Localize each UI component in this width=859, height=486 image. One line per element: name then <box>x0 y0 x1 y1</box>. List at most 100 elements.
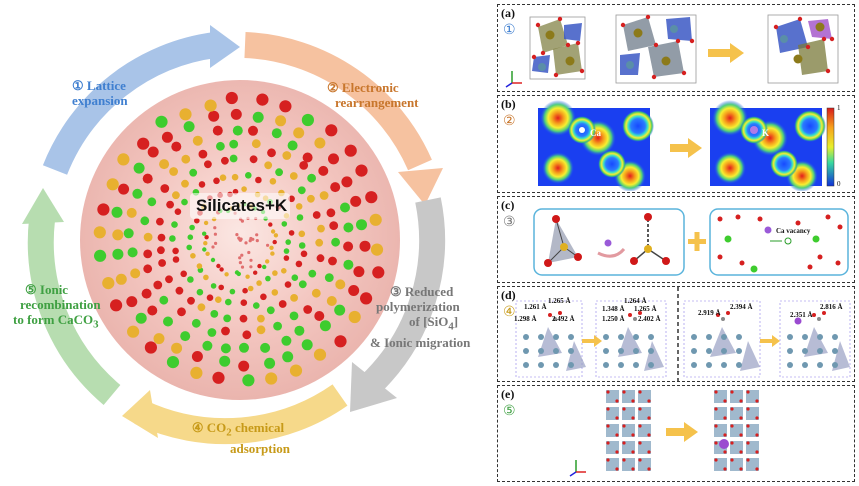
atom <box>202 340 213 351</box>
oxygen-atom <box>615 433 619 437</box>
oxygen-atom <box>755 450 759 454</box>
atom <box>301 113 314 127</box>
ca-atom <box>648 334 654 340</box>
atom <box>214 241 218 245</box>
oxygen-atom <box>638 407 642 411</box>
atom <box>216 141 225 151</box>
ca-atom <box>538 63 546 71</box>
ca-atom <box>802 334 808 340</box>
atom <box>317 224 325 233</box>
atom <box>198 149 208 159</box>
oxygen-atom <box>730 390 734 394</box>
oxygen-atom <box>746 424 750 428</box>
atom <box>281 221 288 227</box>
atom <box>313 348 327 361</box>
atom <box>159 295 169 305</box>
atom <box>360 292 373 305</box>
atom <box>213 232 217 236</box>
atom <box>328 256 337 266</box>
oxygen-atom <box>606 458 610 462</box>
oxygen-atom <box>807 264 813 270</box>
atom <box>260 293 267 301</box>
atom <box>299 161 309 170</box>
oxygen-atom <box>746 390 750 394</box>
axes-icon-e <box>569 460 586 477</box>
atom <box>230 108 242 120</box>
step-3-line1: Reduced <box>404 284 454 299</box>
oxygen-atom <box>606 390 610 394</box>
atom <box>234 270 240 275</box>
atom <box>169 167 179 176</box>
polyhedron <box>746 390 759 403</box>
atom <box>256 325 266 335</box>
atom <box>169 235 176 242</box>
center-label-bg <box>190 193 290 219</box>
ca-atom <box>832 362 838 368</box>
oxygen-atom <box>631 399 635 403</box>
step-5-line2: recombination <box>20 297 101 312</box>
bond-label-8: 2.402 Å <box>638 315 661 323</box>
metal-atom <box>793 54 803 64</box>
oxygen-atom <box>565 42 571 48</box>
center-label: Silicates+K <box>196 196 288 215</box>
bond-label-2: 1.265 Å <box>548 297 571 305</box>
atom <box>247 250 251 255</box>
atom <box>166 356 180 369</box>
atom <box>298 280 307 289</box>
bond-label-12: 2.351 Å <box>790 311 813 319</box>
atom <box>289 311 299 321</box>
atom <box>143 264 153 274</box>
ca-atom <box>802 348 808 354</box>
metal-atom <box>633 28 643 38</box>
panel-c-tetrahedra <box>533 208 849 276</box>
atom <box>93 226 106 239</box>
ca-atom <box>568 334 574 340</box>
color-scale <box>826 107 835 187</box>
ca-atom <box>553 362 559 368</box>
polyhedron <box>730 458 743 471</box>
atom <box>249 258 253 262</box>
atom <box>256 280 262 286</box>
bond-label-1: 1.261 Å <box>524 303 547 311</box>
atom <box>232 125 243 136</box>
atom <box>133 162 145 174</box>
oxygen-atom <box>714 390 718 394</box>
atom <box>256 93 269 106</box>
ca-atom <box>553 348 559 354</box>
oxygen-atom <box>638 441 642 445</box>
atom <box>269 178 277 185</box>
oxygen-atom <box>821 36 827 42</box>
atom <box>219 174 227 181</box>
atom <box>326 296 337 306</box>
atom <box>198 181 206 188</box>
atom <box>260 342 271 353</box>
oxygen-atom <box>714 424 718 428</box>
ca-atom <box>817 334 823 340</box>
atom <box>221 326 230 336</box>
atom <box>181 198 188 206</box>
oxygen-atom <box>631 416 635 420</box>
step-5-sub: 3 <box>93 318 99 331</box>
atom <box>177 307 186 317</box>
atom <box>279 100 292 113</box>
bond-label-11: 2.394 Å <box>730 303 753 311</box>
atom <box>264 357 276 369</box>
atom <box>343 241 354 252</box>
oxygen-atom <box>638 390 642 394</box>
oxygen-atom <box>746 441 750 445</box>
oxygen-atom <box>553 72 559 78</box>
atom <box>269 245 274 250</box>
oxygen-atom <box>797 16 803 22</box>
atom <box>191 351 203 362</box>
oxygen-atom <box>615 399 619 403</box>
atom <box>252 111 264 123</box>
step-5-num: ⑤ <box>25 282 37 297</box>
oxygen-atom <box>606 424 610 428</box>
step-1-label: ① Lattice expansion <box>72 78 128 108</box>
polyhedron <box>638 390 651 403</box>
atom <box>126 296 138 308</box>
atom <box>207 328 217 337</box>
panel-d-tag: (d) <box>501 288 516 302</box>
arc-gray <box>360 197 446 395</box>
ca-atom <box>736 334 742 340</box>
